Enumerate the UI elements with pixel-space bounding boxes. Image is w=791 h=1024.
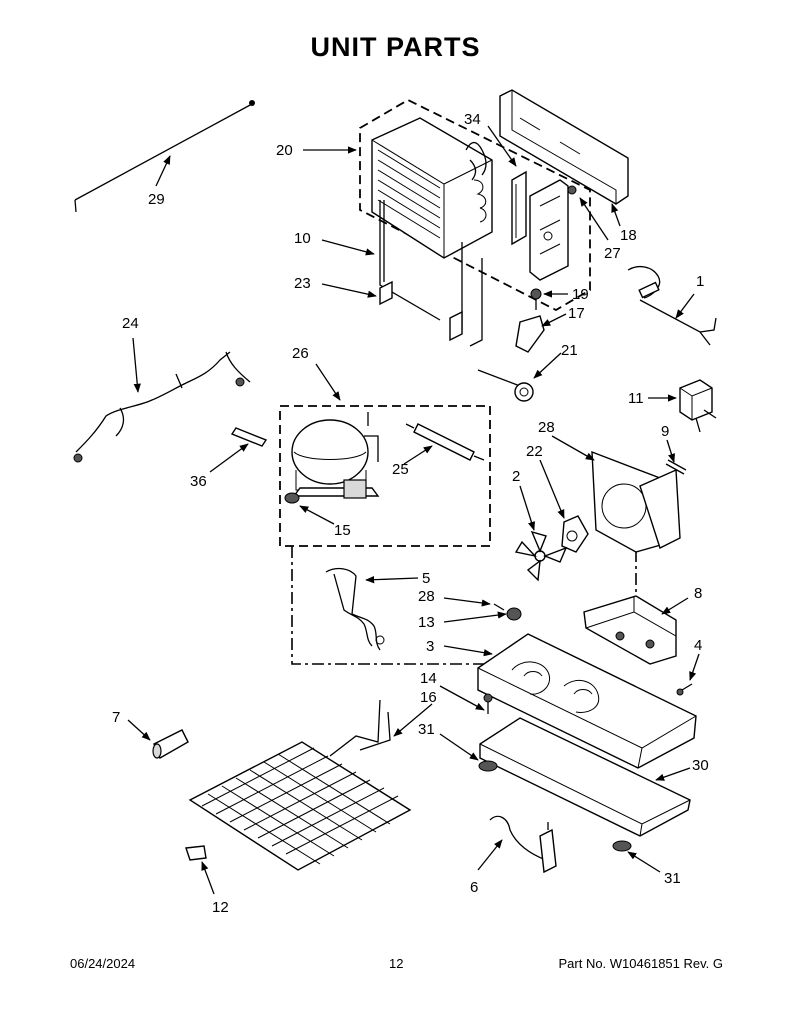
part-13-plug	[506, 607, 522, 621]
callout-12: 12	[212, 899, 229, 916]
part-25-drier	[405, 423, 485, 461]
part-26-compressor-assembly	[279, 405, 491, 547]
part-20-evaporator	[359, 98, 591, 312]
part-31-baffle	[479, 717, 691, 837]
part-4-screw	[676, 683, 693, 696]
page-title: UNIT PARTS	[310, 32, 481, 62]
callout-34: 34	[464, 111, 481, 128]
part-6-heater	[489, 815, 557, 874]
callout-3: 3	[426, 638, 434, 655]
callout-31: 30	[692, 757, 709, 774]
part-22-fan-motor	[561, 515, 589, 553]
part-18-cover	[499, 89, 629, 205]
footer-part-number: Part No. W10461851 Rev. G	[558, 956, 723, 971]
callout-20: 20	[276, 142, 293, 159]
callout-21: 21	[561, 342, 578, 359]
callout-27: 27	[604, 245, 621, 262]
part-16-condenser	[188, 699, 412, 871]
part-12-bracket	[185, 845, 207, 861]
part-36-strap	[230, 427, 268, 447]
connection-line	[291, 546, 508, 665]
callout-24: 24	[122, 315, 139, 332]
callout-11: 11	[628, 390, 644, 407]
part-21-thermistor	[477, 369, 534, 402]
part-34-housing	[511, 170, 569, 281]
callout-17: 17	[568, 305, 585, 322]
callout-23: 23	[294, 275, 311, 292]
part-5-drain	[325, 567, 385, 651]
footer-page-number: 12	[389, 956, 404, 971]
leader-arrows	[127, 125, 700, 895]
footer-date: 06/24/2024	[70, 956, 136, 971]
part-24-harness	[73, 351, 251, 463]
part-2-fan-blade	[514, 530, 568, 582]
callout-14: 14	[420, 670, 437, 687]
callout-16: 16	[420, 689, 437, 706]
callout-labels: 20 29 34 10 23 18 27 1 19 17 21 24 26 11…	[112, 111, 709, 916]
callout-2: 2	[512, 468, 520, 485]
part-8-bracket	[583, 595, 677, 665]
callout-7: 7	[112, 709, 120, 726]
callout-32-front: 31	[664, 870, 681, 887]
part-10-tube-and-part-23-bracket	[379, 200, 483, 347]
part-17-clip	[515, 315, 545, 353]
part-32-foot-rear	[478, 760, 498, 772]
callout-36: 36	[190, 473, 207, 490]
callout-9: 9	[661, 423, 669, 440]
callout-22: 22	[526, 443, 543, 460]
callout-26: 26	[292, 345, 309, 362]
callout-15: 15	[334, 522, 351, 539]
callout-6: 6	[470, 879, 478, 896]
part-11-relay	[679, 379, 717, 433]
callout-32-rear: 31	[418, 721, 435, 738]
part-32-foot-front	[612, 840, 632, 852]
part-1-harness	[627, 265, 717, 346]
part-3-base-pan	[477, 633, 697, 769]
callout-5: 5	[422, 570, 430, 587]
part-19-screw	[530, 288, 542, 310]
callout-8: 8	[694, 585, 702, 602]
part-15-grommet	[284, 492, 300, 504]
callout-4: 4	[694, 637, 702, 654]
callout-10: 10	[294, 230, 311, 247]
callout-30: 29	[148, 191, 165, 208]
part-29-fan-shroud	[591, 450, 681, 553]
part-7-foam	[152, 729, 189, 759]
part-30-wire	[74, 100, 255, 213]
part-14-screw	[483, 693, 493, 714]
callout-13: 13	[418, 614, 435, 631]
callout-29: 28	[538, 419, 555, 436]
part-28-tube	[493, 603, 505, 611]
callout-19: 19	[572, 286, 589, 303]
callout-18: 18	[620, 227, 637, 244]
callout-25: 25	[392, 461, 409, 478]
callout-28: 28	[418, 588, 435, 605]
part-27-screw	[567, 185, 577, 195]
callout-1: 1	[696, 273, 704, 290]
